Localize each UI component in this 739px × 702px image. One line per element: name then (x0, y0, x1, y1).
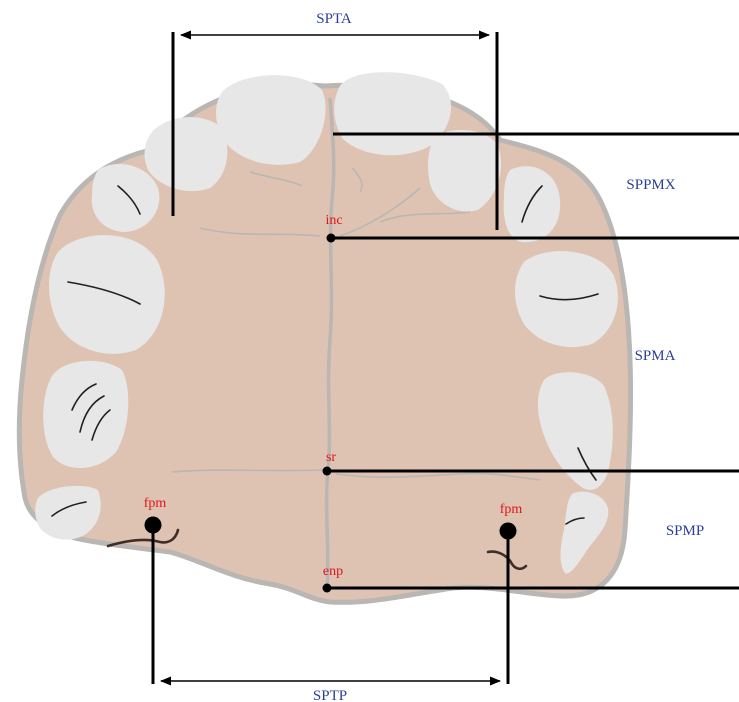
fpm-right-point (499, 522, 517, 540)
sr-point (322, 466, 332, 476)
inc-point (326, 233, 336, 243)
reference-lines (327, 132, 739, 590)
tooth-lateral-incisor-right (428, 130, 502, 212)
tooth-central-incisor-left (216, 75, 326, 165)
fpm-left-label: fpm (144, 496, 167, 511)
spta-measure (171, 30, 499, 230)
fpm-left-point (144, 516, 162, 534)
sppmx-label: SPPMX (626, 177, 675, 193)
enp-point (322, 583, 332, 593)
sptp-label: SPTP (313, 688, 347, 702)
tooth-canine-right (503, 166, 561, 243)
tooth-third-molar-right (560, 491, 609, 574)
sptp-measure (151, 528, 510, 686)
spta-label: SPTA (316, 11, 352, 27)
spma-label: SPMA (635, 348, 676, 364)
tooth-canine-left (91, 164, 160, 232)
median-palatine-suture (324, 97, 336, 589)
faint-sutures (171, 167, 541, 481)
spmp-label: SPMP (666, 523, 704, 539)
tooth-third-molar-left (35, 485, 101, 540)
inc-label: inc (325, 213, 342, 228)
enp-label: enp (323, 564, 343, 579)
tooth-molar-right (537, 372, 613, 490)
fpm-right-label: fpm (500, 502, 523, 517)
tooth-lateral-incisor-left (144, 117, 228, 192)
landmark-points (144, 233, 517, 593)
tooth-grooves (51, 185, 599, 525)
tooth-premolar-left (49, 235, 165, 354)
sr-label: sr (326, 450, 336, 465)
foramen-lines (106, 528, 528, 571)
